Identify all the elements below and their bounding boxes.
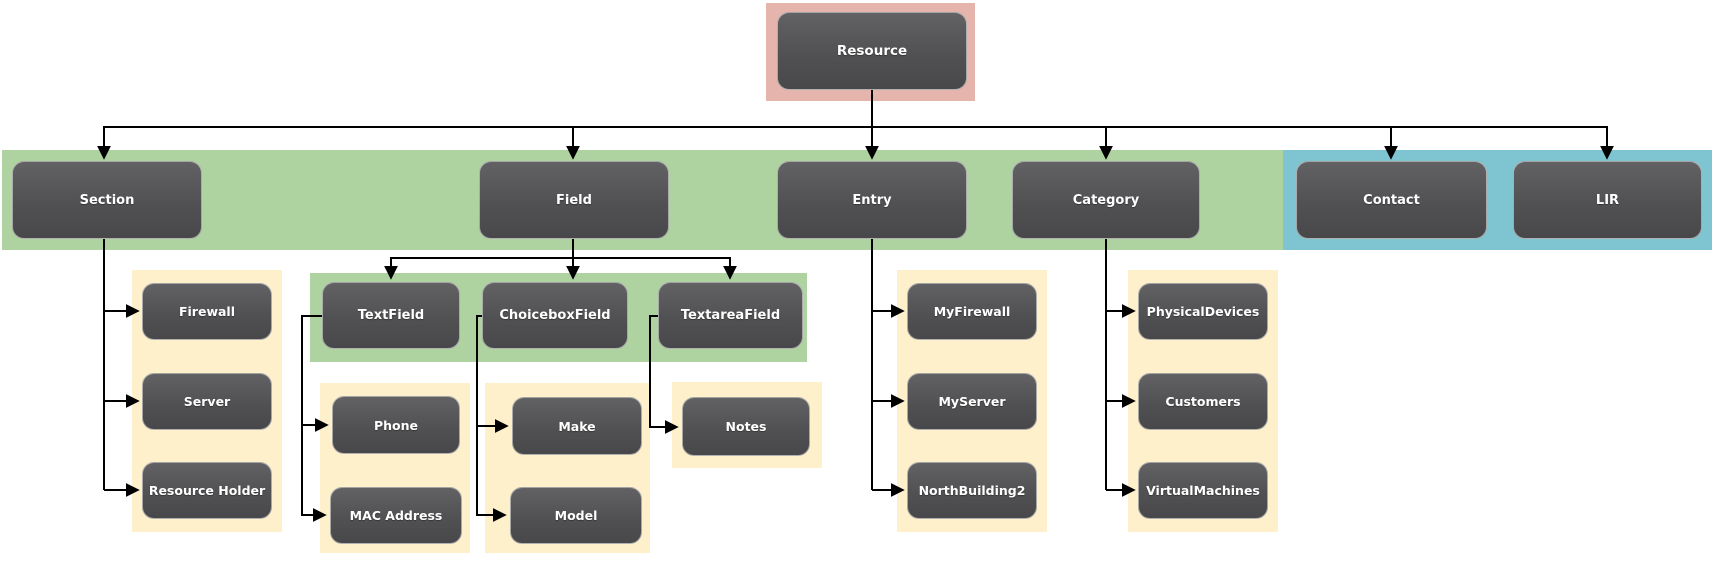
- node-make: Make: [512, 397, 642, 455]
- node-resource-holder: Resource Holder: [142, 462, 272, 519]
- node-entry: Entry: [777, 161, 967, 239]
- connector-textareafield-notes: [649, 315, 679, 434]
- node-model: Model: [510, 487, 642, 544]
- node-field: Field: [479, 161, 669, 239]
- node-myserver: MyServer: [907, 373, 1037, 430]
- node-textfield: TextField: [322, 282, 460, 349]
- node-firewall: Firewall: [142, 283, 272, 340]
- node-textareafield: TextareaField: [658, 282, 803, 349]
- node-notes: Notes: [682, 397, 810, 456]
- node-category: Category: [1012, 161, 1200, 239]
- node-lir: LIR: [1513, 161, 1702, 239]
- connector-choiceboxfield-trunk: [476, 315, 482, 516]
- node-contact: Contact: [1296, 161, 1487, 239]
- node-mac-address: MAC Address: [330, 487, 462, 544]
- node-phone: Phone: [332, 396, 460, 454]
- node-resource: Resource: [777, 12, 967, 90]
- node-virtualmachines: VirtualMachines: [1138, 462, 1268, 519]
- node-section: Section: [12, 161, 202, 239]
- node-northbuilding2: NorthBuilding2: [907, 462, 1037, 519]
- node-choiceboxfield: ChoiceboxField: [482, 282, 628, 349]
- node-myfirewall: MyFirewall: [907, 283, 1037, 340]
- node-physicaldevices: PhysicalDevices: [1138, 283, 1268, 340]
- node-customers: Customers: [1138, 373, 1268, 430]
- node-server: Server: [142, 373, 272, 430]
- connector-textfield-trunk: [301, 315, 322, 516]
